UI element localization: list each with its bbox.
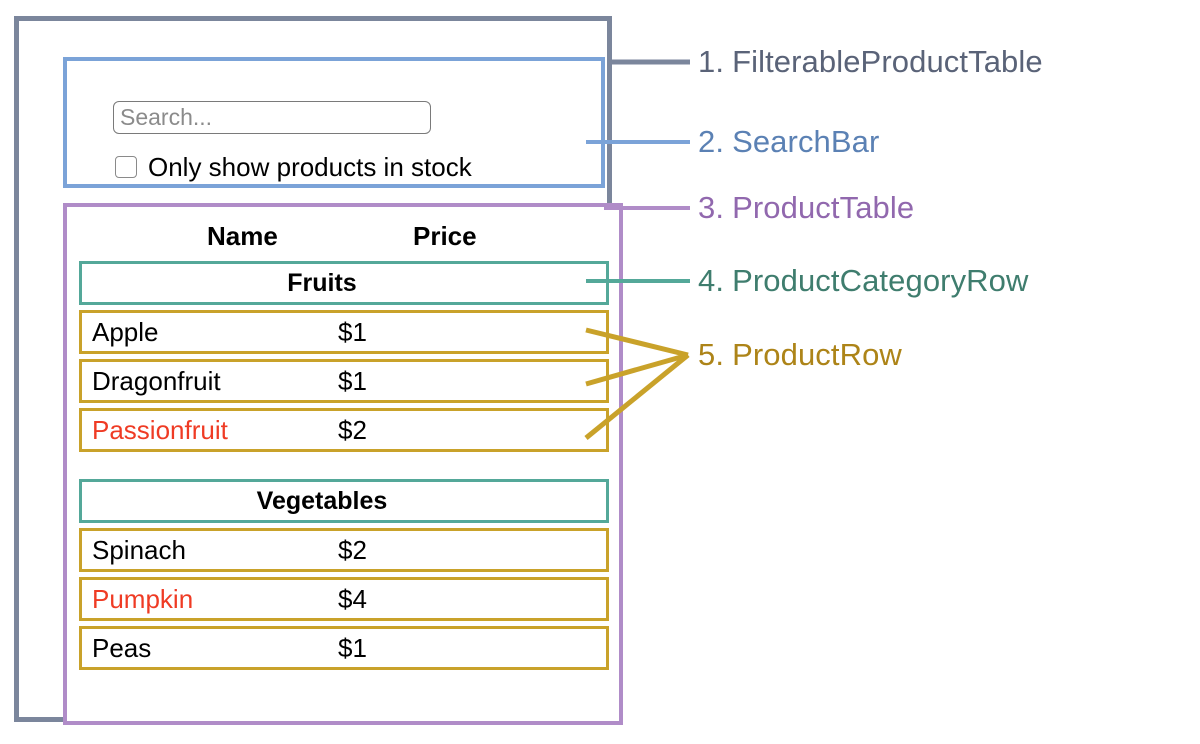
- column-header-price: Price: [413, 221, 477, 251]
- legend-item-1: 1.FilterableProductTable: [698, 46, 1043, 77]
- legend-item-4: 4.ProductCategoryRow: [698, 265, 1029, 296]
- checkbox-icon[interactable]: [115, 156, 137, 178]
- legend-label-5: ProductRow: [732, 337, 902, 372]
- legend-label-3: ProductTable: [732, 190, 915, 225]
- legend-label-4: ProductCategoryRow: [732, 263, 1029, 298]
- product-row-name: Peas: [92, 633, 152, 663]
- product-row: Apple $1: [79, 310, 609, 354]
- product-row: Spinach $2: [79, 528, 609, 572]
- product-row-price: $1: [338, 366, 367, 396]
- in-stock-checkbox-label: Only show products in stock: [148, 152, 472, 182]
- legend-item-2: 2.SearchBar: [698, 126, 879, 157]
- product-row: Passionfruit $2: [79, 408, 609, 452]
- product-row: Pumpkin $4: [79, 577, 609, 621]
- search-input[interactable]: [113, 101, 431, 134]
- legend-item-3: 3.ProductTable: [698, 192, 914, 223]
- product-table-box: Name Price Fruits Apple $1 Dragonfruit $…: [63, 203, 623, 725]
- product-table-inner: Name Price Fruits Apple $1 Dragonfruit $…: [79, 213, 609, 675]
- product-table-header-row: Name Price: [79, 213, 609, 261]
- legend-label-2: SearchBar: [732, 124, 880, 159]
- filterable-product-table-box: Only show products in stock Name Price F…: [14, 16, 623, 725]
- product-category-label: Fruits: [287, 268, 357, 297]
- product-row-price: $4: [338, 584, 367, 614]
- product-row: Peas $1: [79, 626, 609, 670]
- product-row-name: Apple: [92, 317, 159, 347]
- product-row-name: Dragonfruit: [92, 366, 221, 396]
- product-category-label: Vegetables: [256, 486, 388, 515]
- column-header-name: Name: [207, 221, 278, 251]
- product-row: Dragonfruit $1: [79, 359, 609, 403]
- legend-number-4: 4.: [698, 263, 725, 298]
- legend-number-1: 1.: [698, 44, 725, 79]
- product-row-price: $2: [338, 415, 367, 445]
- search-bar-box: Only show products in stock: [63, 57, 605, 188]
- product-row-price: $2: [338, 535, 367, 565]
- legend: 1.FilterableProductTable 2.SearchBar 3.P…: [698, 0, 1198, 744]
- section-spacer: [79, 457, 609, 479]
- legend-number-2: 2.: [698, 124, 725, 159]
- legend-number-5: 5.: [698, 337, 725, 372]
- legend-item-5: 5.ProductRow: [698, 339, 902, 370]
- product-row-price: $1: [338, 633, 367, 663]
- product-row-name: Passionfruit: [92, 415, 228, 445]
- legend-label-1: FilterableProductTable: [732, 44, 1043, 79]
- legend-number-3: 3.: [698, 190, 725, 225]
- product-category-row: Fruits: [79, 261, 609, 305]
- product-row-price: $1: [338, 317, 367, 347]
- in-stock-checkbox-row[interactable]: Only show products in stock: [115, 154, 472, 180]
- product-row-name: Pumpkin: [92, 584, 194, 614]
- search-input-wrapper: [113, 101, 431, 134]
- product-row-name: Spinach: [92, 535, 186, 565]
- product-category-row: Vegetables: [79, 479, 609, 523]
